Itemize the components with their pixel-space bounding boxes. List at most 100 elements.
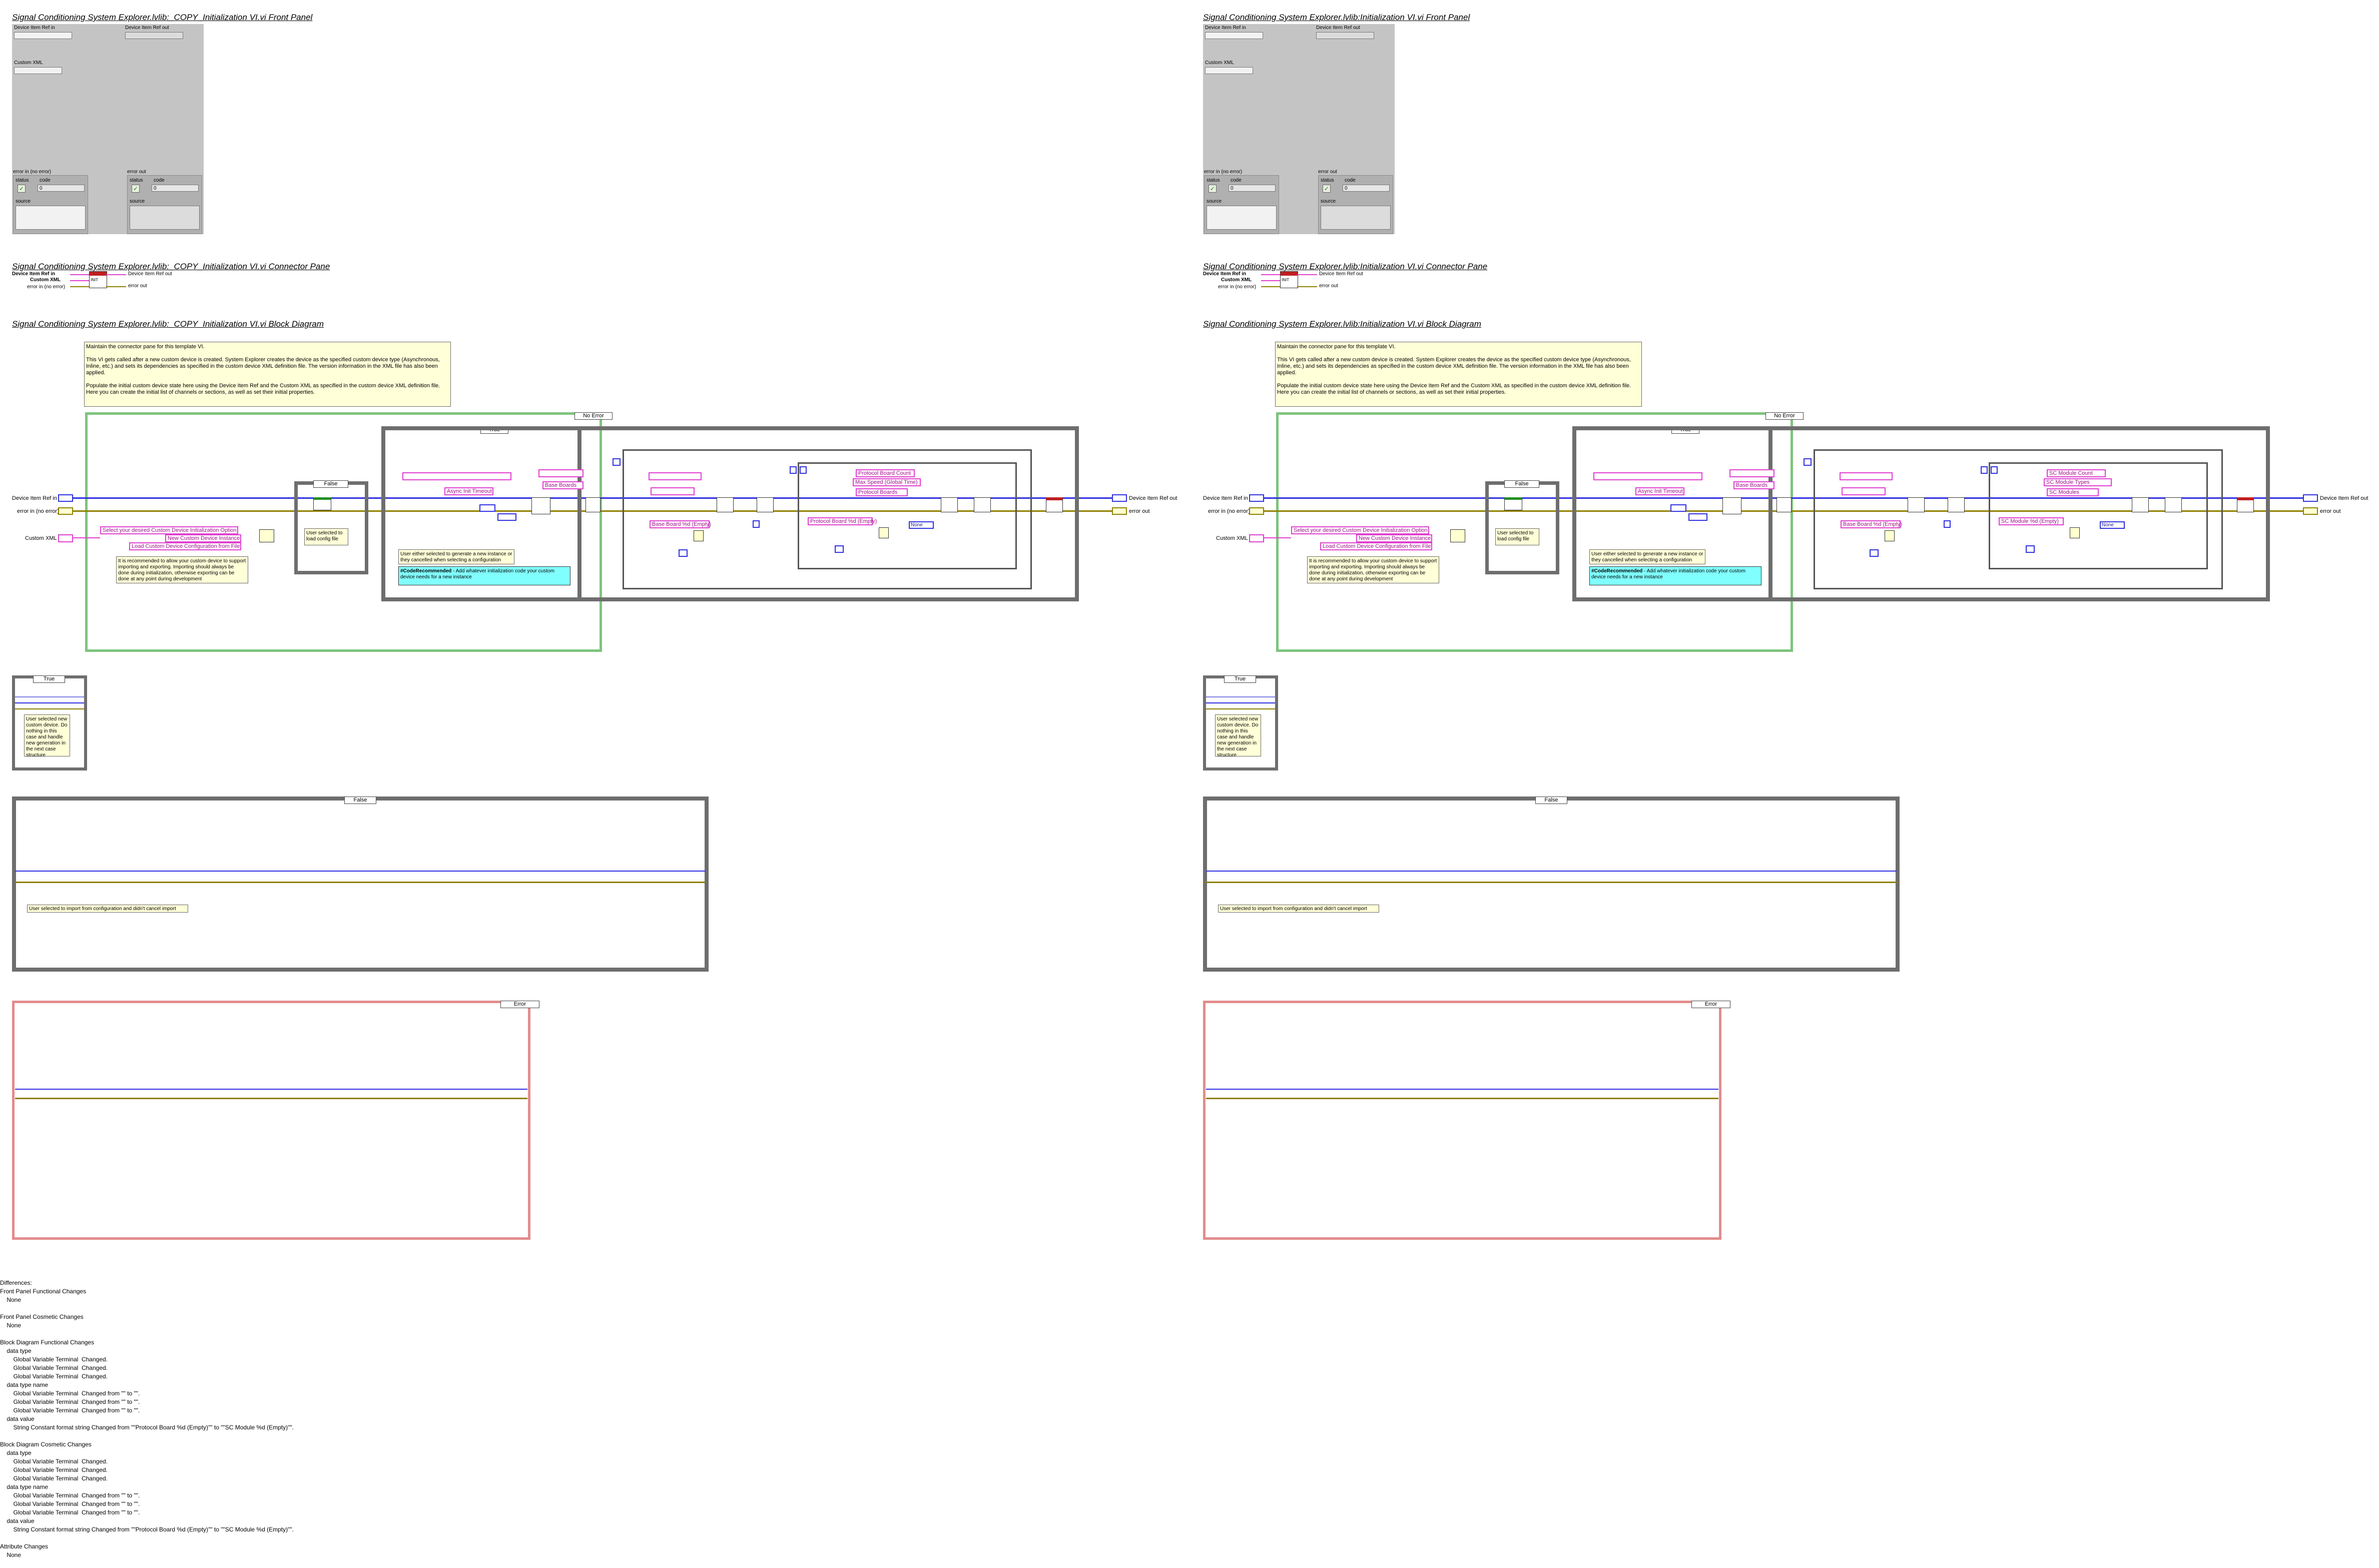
- option-new-constant: New Custom Device Instance: [165, 534, 241, 542]
- base-board-global-b: [1842, 487, 1886, 495]
- cp-device-item-ref-out: Device Item Ref out: [1319, 271, 1363, 277]
- no-error-case-selector[interactable]: No Error: [1765, 412, 1804, 420]
- load-config-note: User selected to load config file: [1495, 528, 1539, 545]
- device-item-ref-in-control[interactable]: [1205, 32, 1263, 39]
- bd-device-item-ref-out-terminal[interactable]: [2303, 494, 2318, 502]
- load-config-case-selector[interactable]: False: [313, 480, 348, 488]
- inner-loop-iter: [800, 466, 807, 474]
- module-for-loop: [798, 462, 1017, 569]
- connector-pane-note: Maintain the connector pane for this tem…: [84, 342, 451, 407]
- error-out-code-label: code: [1345, 178, 1356, 183]
- code-recommended-note: #CodeRecommended - Add whatever initiali…: [398, 566, 570, 585]
- error-in-source-label: source: [1207, 199, 1222, 204]
- base-board-global-a: [649, 472, 702, 480]
- cp-custom-xml: Custom XML: [1221, 277, 1252, 283]
- difference-line: None: [0, 1322, 22, 1329]
- load-config-case-selector[interactable]: False: [1504, 480, 1539, 488]
- bd-error-out-terminal[interactable]: [2303, 507, 2318, 515]
- error-out-code-label: code: [154, 178, 165, 183]
- bd-error-in-terminal[interactable]: [1249, 507, 1264, 515]
- import-wire-2: [15, 882, 706, 883]
- base-board-global-a: [1840, 472, 1893, 480]
- code-recommended-text: - Add whatever initialization code your …: [1591, 568, 1745, 580]
- option-load-constant: Load Custom Device Configuration from Fi…: [129, 542, 241, 550]
- recommend-note: It is recommended to allow your custom d…: [1307, 556, 1439, 583]
- module-format-node: [879, 527, 889, 538]
- dialog-node[interactable]: [1450, 529, 1465, 542]
- error-case-selector[interactable]: Error: [500, 1001, 539, 1008]
- base-board-for-loop: [623, 449, 1032, 589]
- add-base-board-node: [717, 497, 734, 512]
- connector-pane-title: Signal Conditioning System Explorer.lvli…: [12, 262, 330, 271]
- note-line-1: Maintain the connector pane for this tem…: [1277, 344, 1396, 350]
- note-line-2: This VI gets called after a new custom d…: [86, 357, 440, 376]
- bd-device-item-ref-out-terminal[interactable]: [1112, 494, 1127, 502]
- new-device-case-selector[interactable]: True: [33, 675, 65, 683]
- no-error-case-selector[interactable]: No Error: [574, 412, 613, 420]
- error-case-selector[interactable]: Error: [1691, 1001, 1730, 1008]
- bd-error-out-terminal[interactable]: [1112, 507, 1127, 515]
- error-case-wire-2: [1206, 1098, 1718, 1099]
- difference-line: [0, 1432, 294, 1440]
- index-const: [679, 549, 688, 557]
- error-in-source-field[interactable]: [16, 206, 86, 230]
- module-index-const: [2026, 545, 2035, 553]
- global-label-1: SC Module Types: [2044, 478, 2112, 486]
- difference-line: Global Variable Terminal Changed from ""…: [0, 1398, 140, 1405]
- error-in-status-checkbox[interactable]: ✓: [18, 185, 26, 193]
- custom-xml-control[interactable]: [14, 67, 62, 74]
- error-in-cluster: status code ✓ 0 source: [1204, 175, 1279, 234]
- custom-xml-control[interactable]: [1205, 67, 1253, 74]
- new-device-wire-1: [15, 696, 84, 697]
- set-module-node: [2165, 497, 2182, 512]
- bd-custom-xml-label: Custom XML: [25, 535, 57, 541]
- import-case-selector[interactable]: False: [1535, 797, 1567, 804]
- global-label-0: SC Module Count: [2047, 469, 2106, 477]
- left-vi-panel: Signal Conditioning System Explorer.lvli…: [0, 0, 1191, 1261]
- difference-line: None: [0, 1296, 22, 1303]
- load-config-note: User selected to load config file: [304, 528, 348, 545]
- cp-wire-error-out: [106, 286, 126, 287]
- bd-device-item-ref-in-terminal[interactable]: [1249, 494, 1264, 502]
- inner-loop-count: [1981, 466, 1988, 474]
- note-line-3: Populate the initial custom device state…: [1277, 383, 1631, 395]
- error-in-code-field[interactable]: 0: [1229, 185, 1276, 192]
- import-case-selector[interactable]: False: [344, 797, 376, 804]
- device-item-ref-in-control[interactable]: [14, 32, 72, 39]
- error-in-source-label: source: [16, 199, 31, 204]
- error-in-source-field[interactable]: [1207, 206, 1277, 230]
- difference-line: Global Variable Terminal Changed from ""…: [0, 1407, 140, 1414]
- sc-counts-global: [1593, 472, 1702, 480]
- cp-wire-ref-in: [1261, 274, 1280, 275]
- connector-pane-note: Maintain the connector pane for this tem…: [1275, 342, 1642, 407]
- error-in-code-field[interactable]: 0: [38, 185, 85, 192]
- base-board-global-b: [651, 487, 695, 495]
- code-recommended-tag: #CodeRecommended: [1591, 568, 1643, 574]
- bd-custom-xml-terminal[interactable]: [1249, 534, 1264, 542]
- difference-line: [0, 1304, 294, 1313]
- bd-device-item-ref-in-terminal[interactable]: [58, 494, 73, 502]
- connector-pane-title: Signal Conditioning System Explorer.lvli…: [1203, 262, 1488, 271]
- new-device-case-selector[interactable]: True: [1224, 675, 1256, 683]
- base-boards-constant: Base Boards: [542, 481, 583, 489]
- cp-error-in: error in (no error): [27, 284, 66, 290]
- merge-errors-node: [2237, 497, 2254, 512]
- dialog-node[interactable]: [259, 529, 274, 542]
- bd-error-out-label: error out: [1129, 508, 1150, 514]
- difference-line: Global Variable Terminal Changed from ""…: [0, 1500, 140, 1507]
- sc-counts-global: [402, 472, 511, 480]
- bool-const: [753, 520, 760, 528]
- difference-line: Front Panel Cosmetic Changes: [0, 1313, 84, 1320]
- xml-wire: [1264, 537, 1291, 538]
- vi-icon-banner: [1281, 272, 1298, 276]
- difference-line: [0, 1534, 294, 1542]
- new-device-wire-3: [1206, 708, 1275, 709]
- bd-error-in-terminal[interactable]: [58, 507, 73, 515]
- error-in-status-checkbox[interactable]: ✓: [1209, 185, 1217, 193]
- code-recommended-text: - Add whatever initialization code your …: [400, 568, 554, 580]
- no-error-case-structure: [1276, 412, 1793, 652]
- new-device-wire-3: [15, 708, 84, 709]
- difference-line: Attribute Changes: [0, 1543, 49, 1550]
- bd-custom-xml-terminal[interactable]: [58, 534, 73, 542]
- cp-device-item-ref-in: Device Item Ref in: [12, 271, 56, 277]
